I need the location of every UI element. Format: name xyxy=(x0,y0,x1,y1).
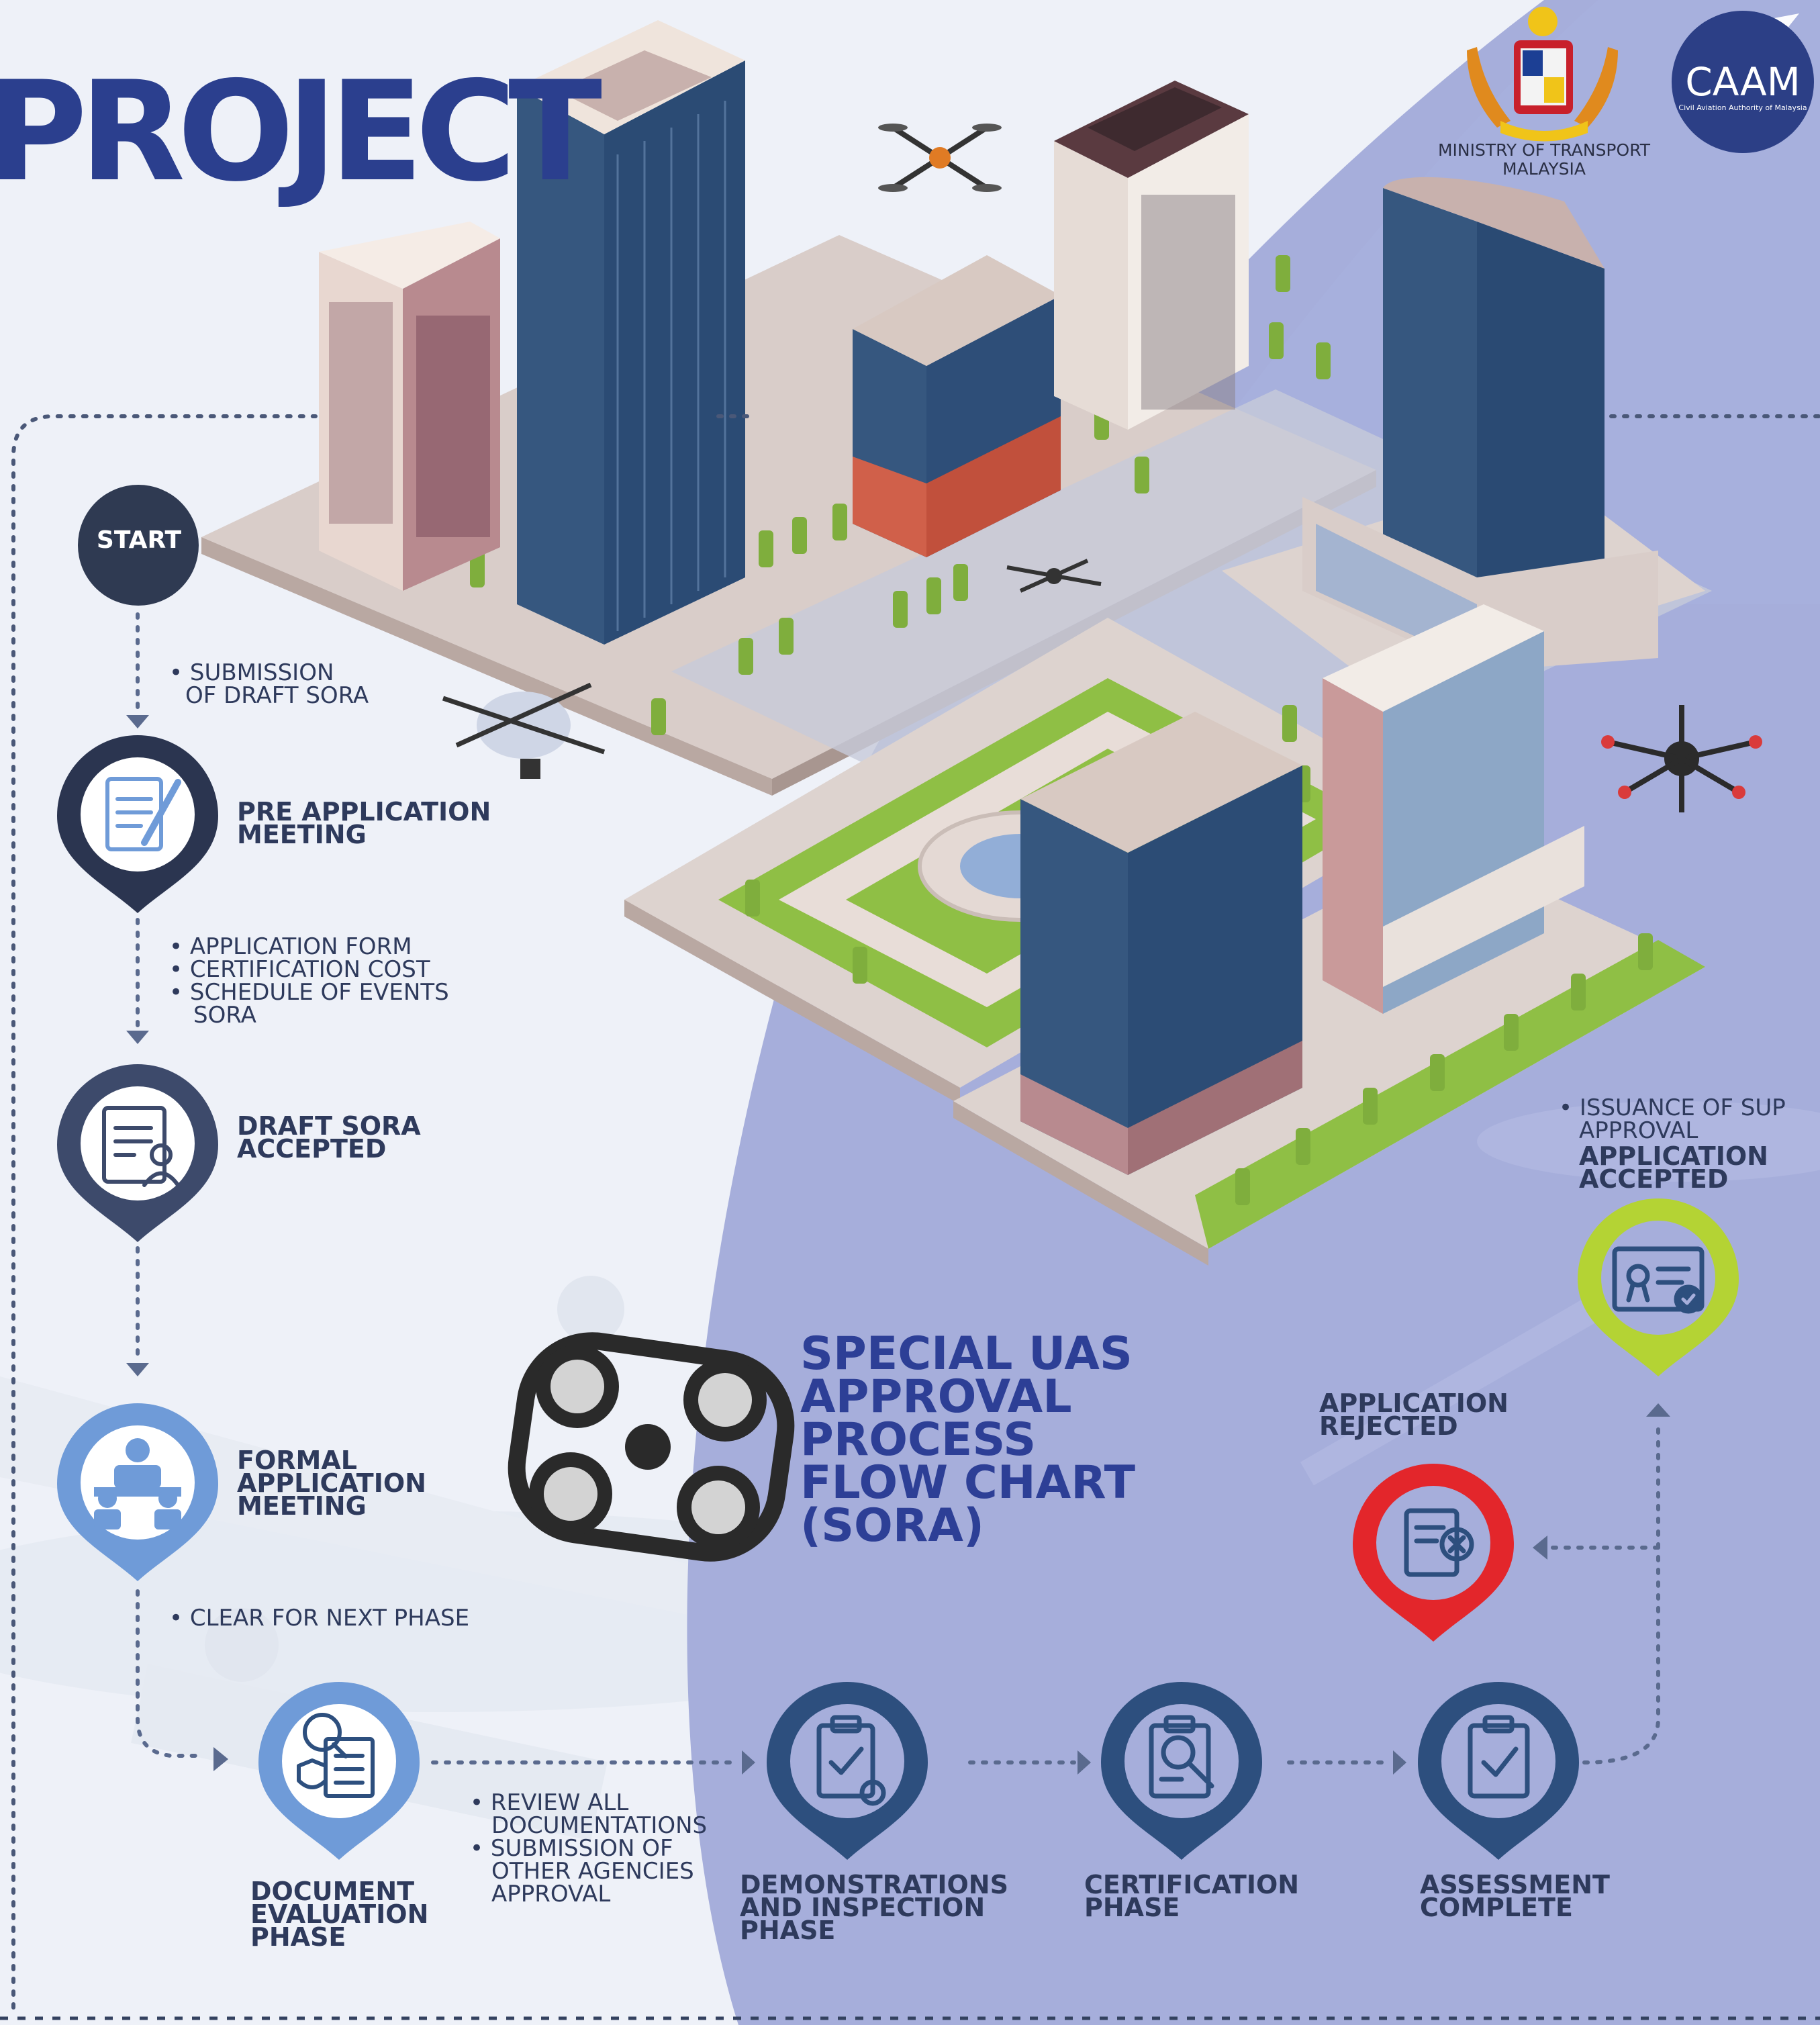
note-line: OTHER AGENCIES xyxy=(491,1858,694,1885)
flowchart-title-line: FLOW CHART xyxy=(800,1456,1135,1509)
label-line: ACCEPTED xyxy=(237,1134,387,1164)
note-after-start: • SUBMISSION OF DRAFT SORA xyxy=(169,661,369,707)
caam-logo-subtext: Civil Aviation Authority of Malaysia xyxy=(1678,103,1807,112)
label-line: DEMONSTRATIONS xyxy=(740,1870,1008,1899)
building-mid-blue-red xyxy=(853,255,1061,557)
ministry-caption: MINISTRY OF TRANSPORT MALAYSIA xyxy=(1423,141,1665,179)
flowchart-title-line: APPROVAL xyxy=(800,1370,1072,1423)
note-line: • ISSUANCE OF SUP xyxy=(1559,1094,1786,1121)
label-line: AND INSPECTION xyxy=(740,1893,986,1922)
certificate-icon xyxy=(1612,1246,1705,1314)
step-label-pre-application: PRE APPLICATION MEETING xyxy=(237,797,491,849)
label-line: MEETING xyxy=(237,820,367,849)
step-label-application-accepted: APPLICATION ACCEPTED xyxy=(1579,1141,1768,1194)
note-line: • CLEAR FOR NEXT PHASE xyxy=(169,1605,470,1632)
label-line: PHASE xyxy=(250,1922,346,1952)
flowchart-title-line: PROCESS xyxy=(800,1413,1037,1466)
flowchart-title-line: (SORA) xyxy=(800,1499,984,1552)
building-pink-columns xyxy=(1323,604,1584,1014)
caam-logo-text: CAAM xyxy=(1685,59,1801,105)
note-after-document-evaluation: • REVIEW ALL DOCUMENTATIONS • SUBMISSION… xyxy=(470,1791,707,1905)
step-label-demonstrations: DEMONSTRATIONS AND INSPECTION PHASE xyxy=(740,1870,1008,1945)
label-line: APPLICATION xyxy=(237,1468,426,1498)
caam-logo: CAAM Civil Aviation Authority of Malaysi… xyxy=(1672,11,1814,153)
flow-connectors xyxy=(11,414,1820,2010)
drone-hexa xyxy=(1601,705,1762,812)
building-tall-blue xyxy=(517,20,745,645)
document-search-icon xyxy=(297,1713,375,1798)
label-line: CERTIFICATION xyxy=(1084,1870,1300,1899)
label-line: DRAFT SORA xyxy=(237,1111,421,1141)
document-reject-icon xyxy=(1404,1508,1474,1577)
drone-orange xyxy=(878,124,1002,192)
step-label-application-rejected: APPLICATION REJECTED xyxy=(1319,1388,1508,1441)
note-line: SORA xyxy=(193,1002,256,1029)
label-line: FORMAL xyxy=(237,1446,357,1475)
label-line: DOCUMENT xyxy=(250,1877,415,1906)
label-line: REJECTED xyxy=(1319,1411,1458,1441)
note-line: APPROVAL xyxy=(491,1881,611,1908)
start-label: START xyxy=(96,526,182,554)
label-line: PHASE xyxy=(1084,1893,1180,1922)
note-line: APPROVAL xyxy=(1579,1117,1698,1144)
clipboard-magnifier-icon xyxy=(1149,1715,1214,1799)
note-line: • SCHEDULE OF EVENTS xyxy=(169,979,449,1006)
note-before-accepted: • ISSUANCE OF SUP APPROVAL xyxy=(1559,1096,1786,1142)
meeting-icon xyxy=(94,1438,181,1529)
page-title: PROJECT xyxy=(0,52,602,212)
step-label-formal-meeting: FORMAL APPLICATION MEETING xyxy=(237,1446,426,1521)
drone-white xyxy=(442,682,606,779)
label-line: APPLICATION xyxy=(1319,1388,1508,1418)
start-node xyxy=(78,485,199,606)
note-line: • CERTIFICATION COST xyxy=(169,956,430,983)
note-line: DOCUMENTATIONS xyxy=(491,1812,708,1839)
note-line: • SUBMISSION xyxy=(169,659,334,686)
label-line: COMPLETE xyxy=(1420,1893,1573,1922)
clipboard-check-icon xyxy=(1468,1715,1530,1799)
clipboard-gear-icon xyxy=(816,1715,886,1806)
label-line: EVALUATION xyxy=(250,1899,429,1929)
step-label-assessment-complete: ASSESSMENT COMPLETE xyxy=(1420,1870,1610,1922)
document-pen-icon xyxy=(105,777,181,851)
note-after-pre-application: • APPLICATION FORM • CERTIFICATION COST … xyxy=(169,935,449,1027)
step-label-draft-sora: DRAFT SORA ACCEPTED xyxy=(237,1111,421,1164)
ministry-line-2: MALAYSIA xyxy=(1502,159,1586,179)
malaysia-coat-of-arms-logo xyxy=(1467,7,1618,142)
drone-small xyxy=(1006,559,1102,593)
building-pink xyxy=(319,222,500,591)
note-line: • SUBMISSION OF xyxy=(470,1835,673,1862)
note-after-formal-meeting: • CLEAR FOR NEXT PHASE xyxy=(169,1607,469,1630)
label-line: PRE APPLICATION xyxy=(237,797,491,827)
label-line: MEETING xyxy=(237,1491,367,1521)
city-illustration xyxy=(201,20,1712,1266)
note-line: • REVIEW ALL xyxy=(470,1789,629,1816)
building-lower-blue xyxy=(1020,712,1302,1175)
note-line: • APPLICATION FORM xyxy=(169,933,412,960)
checklist-person-icon xyxy=(102,1106,180,1187)
label-line: APPLICATION xyxy=(1579,1141,1768,1171)
step-label-certification: CERTIFICATION PHASE xyxy=(1084,1870,1300,1922)
label-line: PHASE xyxy=(740,1916,836,1945)
flowchart-title: SPECIAL UAS APPROVAL PROCESS FLOW CHART … xyxy=(800,1327,1135,1552)
drone-quad-frame xyxy=(508,1332,795,1562)
ministry-line-1: MINISTRY OF TRANSPORT xyxy=(1437,140,1651,160)
arrowheads xyxy=(126,715,1670,1775)
step-label-document-evaluation: DOCUMENT EVALUATION PHASE xyxy=(250,1877,429,1952)
flowchart-title-line: SPECIAL UAS xyxy=(800,1327,1133,1380)
note-line: OF DRAFT SORA xyxy=(185,682,369,709)
label-line: ASSESSMENT xyxy=(1420,1870,1610,1899)
building-white-grid xyxy=(1054,81,1249,430)
label-line: ACCEPTED xyxy=(1579,1164,1729,1194)
